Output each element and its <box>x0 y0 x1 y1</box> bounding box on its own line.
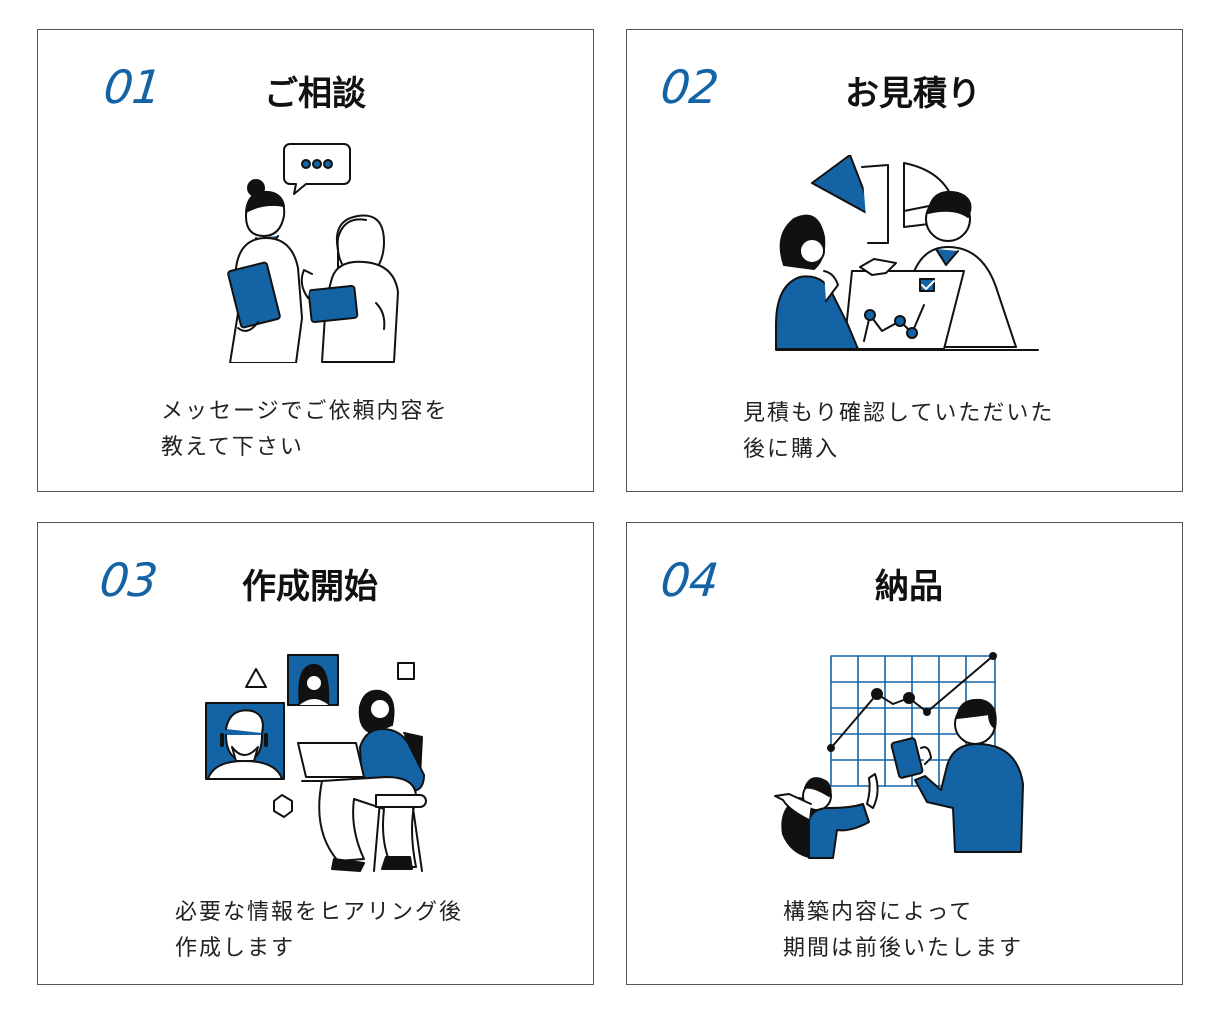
step-title: 納品 <box>875 567 943 607</box>
description-line: 見積もり確認していただいた <box>743 401 1055 426</box>
estimate-icon <box>772 155 1042 355</box>
step-card-estimate: 02 お見積り <box>626 29 1183 492</box>
step-description: メッセージでご依頼内容を 教えて下さい <box>161 394 449 466</box>
description-line: 後に購入 <box>743 437 840 462</box>
description-line: 作成します <box>175 936 296 961</box>
description-line: 期間は前後いたします <box>783 936 1024 961</box>
step-title: お見積り <box>845 74 981 114</box>
step-card-consultation: 01 ご相談 メッセージでご依頼内容を 教えて下さい <box>37 29 594 492</box>
step-card-delivery: 04 納品 <box>626 522 1183 985</box>
step-description: 見積もり確認していただいた 後に購入 <box>743 396 1054 468</box>
step-number: 01 <box>101 60 164 114</box>
step-number: 02 <box>658 60 721 114</box>
step-description: 必要な情報をヒアリング後 作成します <box>175 895 463 967</box>
delivery-icon <box>771 648 1031 860</box>
step-description: 構築内容によって 期間は前後いたします <box>783 895 1023 967</box>
step-card-creation: 03 作成開始 <box>37 522 594 985</box>
description-line: 必要な情報をヒアリング後 <box>175 900 464 925</box>
consultation-icon <box>216 138 416 363</box>
description-line: 構築内容によって <box>783 900 974 925</box>
description-line: 教えて下さい <box>161 435 304 460</box>
description-line: メッセージでご依頼内容を <box>161 399 449 424</box>
creation-icon <box>204 651 434 873</box>
step-number: 03 <box>97 553 160 607</box>
step-number: 04 <box>658 553 721 607</box>
step-title: 作成開始 <box>242 567 378 607</box>
step-title: ご相談 <box>264 74 366 114</box>
